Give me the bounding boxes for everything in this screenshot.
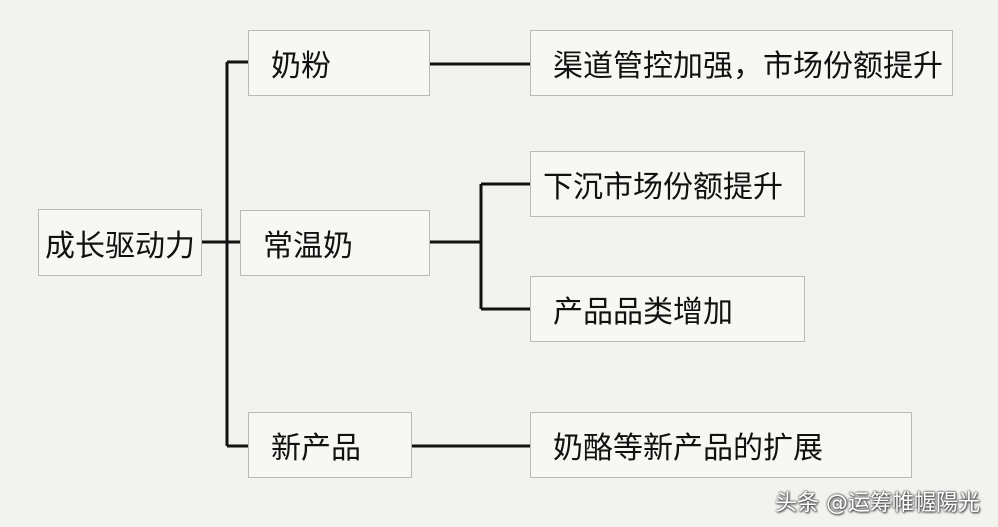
branch-node-milk-powder: 奶粉: [248, 30, 430, 96]
leaf-node-label: 奶酪等新产品的扩展: [553, 431, 823, 466]
root-node-label: 成长驱动力: [45, 228, 195, 264]
branch-node-label: 新产品: [271, 431, 361, 466]
leaf-node-lower-tier-share: 下沉市场份额提升: [530, 151, 805, 217]
branch-node-new-products: 新产品: [248, 412, 412, 478]
leaf-node-label: 渠道管控加强，市场份额提升: [553, 49, 943, 84]
watermark-text: 头条 @运筹帷幄陽光: [775, 491, 980, 516]
root-node: 成长驱动力: [38, 209, 202, 276]
branch-node-label: 奶粉: [271, 49, 331, 84]
branch-node-ambient-milk: 常温奶: [240, 210, 430, 276]
leaf-node-label: 下沉市场份额提升: [543, 170, 783, 205]
branch-node-label: 常温奶: [263, 229, 353, 264]
leaf-node-label: 产品品类增加: [553, 295, 733, 330]
leaf-node-channel-control: 渠道管控加强，市场份额提升: [530, 30, 953, 96]
leaf-node-cheese-expansion: 奶酪等新产品的扩展: [530, 412, 912, 478]
leaf-node-category-growth: 产品品类增加: [530, 276, 805, 342]
